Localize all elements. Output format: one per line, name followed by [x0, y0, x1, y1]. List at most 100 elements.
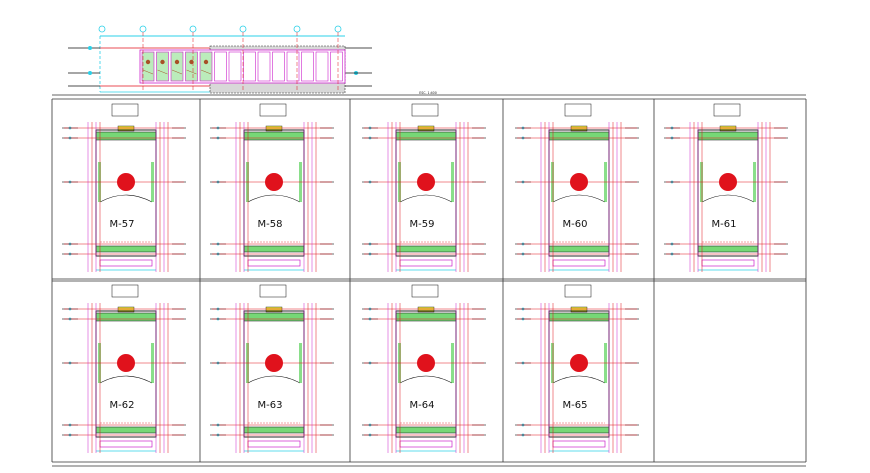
footing	[701, 259, 755, 267]
panel-elevation-m-58: M-58	[210, 103, 334, 272]
top-beam	[95, 131, 157, 141]
title-block	[564, 103, 592, 117]
panel-outline	[395, 310, 457, 438]
bottom-beam	[95, 245, 157, 253]
panel-label: M-62	[110, 400, 135, 411]
title-block	[411, 103, 439, 117]
bottom-beam	[395, 245, 457, 253]
keyplan-hatch	[142, 69, 154, 75]
lifting-insert	[117, 306, 135, 313]
title-block	[411, 284, 439, 298]
top-beam	[243, 312, 305, 322]
lifting-insert	[719, 125, 737, 132]
lifting-insert	[417, 125, 435, 132]
footing	[247, 440, 301, 448]
arch-line	[399, 194, 453, 203]
grid-bubbles	[98, 25, 342, 33]
lifting-insert	[265, 125, 283, 132]
arch-line	[701, 194, 755, 203]
keyplan-hatch	[157, 69, 168, 75]
arch-line	[247, 194, 301, 203]
keyplan-marker	[203, 59, 209, 65]
panel-elevation-m-65: M-65	[515, 284, 639, 453]
arch-line	[99, 194, 153, 203]
panel-outline	[95, 310, 157, 438]
lifting-insert	[570, 125, 588, 132]
footing	[99, 259, 153, 267]
panel-outline	[243, 310, 305, 438]
arch-line	[399, 375, 453, 384]
top-beam	[548, 131, 610, 141]
keyplan-marker	[189, 59, 194, 65]
keyplan-cell	[170, 51, 184, 82]
arch-line	[99, 375, 153, 384]
bottom-beam	[243, 426, 305, 434]
footing	[552, 259, 606, 267]
scale-note: ESC. 1:400	[419, 91, 436, 95]
title-block	[713, 103, 741, 117]
keyplan-hatch	[200, 69, 212, 75]
keyplan-cell	[272, 51, 285, 82]
panel-elevation-m-63: M-63	[210, 284, 334, 453]
panel-elevation-m-62: M-62	[62, 284, 186, 453]
arch-line	[247, 375, 301, 384]
keyplan-cell	[286, 51, 300, 82]
keyplan-cell	[141, 51, 155, 82]
panel-label: M-64	[410, 400, 435, 411]
title-block	[564, 284, 592, 298]
keyplan-cell	[330, 51, 343, 82]
bottom-beam	[697, 245, 759, 253]
top-beam	[697, 131, 759, 141]
keyplan-cell	[301, 51, 314, 82]
panel-elevation-m-57: M-57	[62, 103, 186, 272]
keyplan-cell	[257, 51, 271, 82]
panel-label: M-65	[563, 400, 588, 411]
keyplan-cell	[214, 51, 227, 82]
lifting-insert	[117, 125, 135, 132]
footing	[99, 440, 153, 448]
keyplan-hatch	[186, 69, 197, 75]
footing	[552, 440, 606, 448]
keyplan-cell	[185, 51, 198, 82]
panel-outline	[95, 129, 157, 257]
key-plan	[68, 25, 372, 94]
panel-label: M-57	[110, 219, 135, 230]
bottom-beam	[95, 426, 157, 434]
keyplan-marker	[160, 59, 165, 65]
top-beam	[95, 312, 157, 322]
panel-elevation-m-61: M-61	[664, 103, 788, 272]
bottom-beam	[243, 245, 305, 253]
panel-label: M-59	[410, 219, 435, 230]
footing	[399, 440, 453, 448]
title-block	[259, 103, 287, 117]
panel-outline	[548, 310, 610, 438]
panel-outline	[697, 129, 759, 257]
keyplan-marker	[174, 59, 180, 65]
keyplan-cell	[243, 51, 256, 82]
panel-label: M-60	[563, 219, 588, 230]
bottom-beam	[548, 426, 610, 434]
keyplan-cell	[315, 51, 329, 82]
arch-line	[552, 194, 606, 203]
keyplan-cell	[156, 51, 169, 82]
panel-elevation-m-59: M-59	[362, 103, 486, 272]
footing	[399, 259, 453, 267]
title-block	[259, 284, 287, 298]
bottom-beam	[395, 426, 457, 434]
lifting-insert	[570, 306, 588, 313]
arch-line	[552, 375, 606, 384]
top-beam	[548, 312, 610, 322]
bottom-beam	[548, 245, 610, 253]
title-block	[111, 103, 139, 117]
panel-elevation-m-64: M-64	[362, 284, 486, 453]
top-beam	[395, 312, 457, 322]
lifting-insert	[417, 306, 435, 313]
title-block	[111, 284, 139, 298]
panel-label: M-63	[258, 400, 283, 411]
panel-outline	[548, 129, 610, 257]
footing	[247, 259, 301, 267]
keyplan-cell	[199, 51, 213, 82]
panel-label: M-61	[712, 219, 737, 230]
sheet-grid	[51, 99, 807, 467]
